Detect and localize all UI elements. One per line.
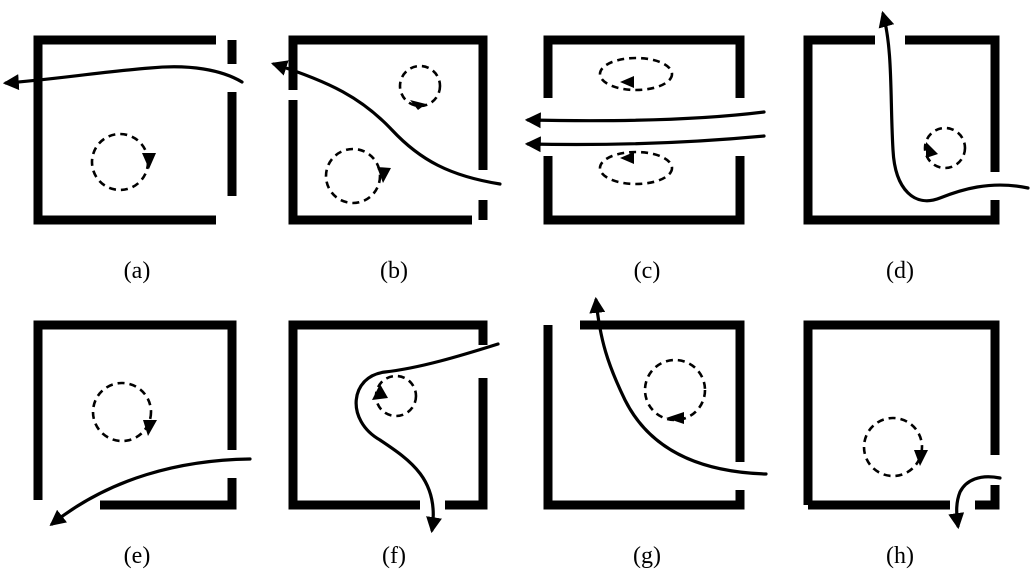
eddy-circle (91, 381, 153, 443)
eddy-arrow-head (926, 142, 938, 158)
panel-h: (h) (803, 320, 1002, 569)
main-flow-arrow (354, 342, 500, 534)
eddy-circle-top (398, 64, 442, 108)
eddy-arrow-head (620, 152, 634, 164)
eddy-circle (643, 358, 707, 422)
eddy-circle-bottom (324, 147, 382, 205)
eddy-arrow-head (620, 76, 634, 88)
main-flow-arrow (589, 296, 768, 476)
room-wall (288, 320, 488, 510)
panel-label: (h) (886, 543, 914, 569)
room-wall (33, 35, 237, 225)
eddy-arrow-head (914, 450, 928, 466)
main-flow-arrow (948, 475, 1002, 530)
panel-label: (e) (124, 543, 151, 569)
main-flow-arrow (2, 65, 244, 91)
room-wall (803, 35, 1000, 225)
panel-f: (f) (288, 320, 500, 569)
eddy-circle (90, 132, 150, 192)
panel-label: (c) (634, 258, 661, 284)
room-wall (543, 35, 745, 225)
flow-arrow-lower (524, 134, 766, 153)
room-wall (543, 320, 745, 510)
eddy-ellipse-top (598, 56, 674, 92)
panel-label: (g) (633, 543, 661, 569)
panel-e: (e) (33, 320, 252, 569)
eddy-arrow-head (143, 420, 157, 436)
eddy-arrow-head (666, 412, 684, 424)
eddy-arrow-head (142, 153, 156, 169)
eddy-arrow-head (372, 384, 388, 400)
panel-c: (c) (524, 35, 766, 284)
panel-g: (g) (543, 296, 768, 569)
eddy-arrow-head (410, 100, 426, 110)
panel-label: (b) (380, 258, 408, 284)
eddy-circle (923, 126, 967, 170)
main-flow-arrow (270, 60, 502, 186)
main-flow-arrow (878, 10, 1030, 203)
eddy-arrow-head (377, 167, 391, 183)
main-flow-arrow (49, 457, 252, 526)
panel-d: (d) (803, 10, 1030, 284)
room-wall (288, 35, 488, 225)
panel-label: (f) (382, 543, 406, 569)
eddy-circle (862, 416, 924, 478)
panel-label: (a) (124, 258, 151, 284)
panel-a: (a) (2, 35, 244, 284)
eddy-ellipse-bottom (598, 150, 674, 186)
room-wall (33, 320, 237, 510)
room-wall (803, 320, 1000, 510)
panel-b: (b) (270, 35, 502, 284)
flow-arrow-upper (524, 110, 766, 129)
panel-label: (d) (886, 258, 914, 284)
